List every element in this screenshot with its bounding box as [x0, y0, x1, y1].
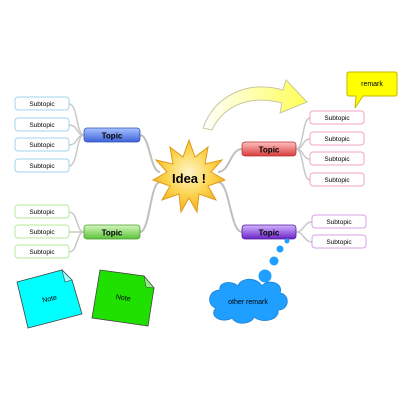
central-idea-burst	[151, 138, 227, 214]
subtopic-label: Subtopic	[29, 101, 55, 108]
topic-green-label: Topic	[102, 229, 123, 238]
topic-blue[interactable]: Topic	[83, 127, 141, 143]
connectors	[139, 134, 243, 233]
subtopic-label: Subtopic	[29, 122, 55, 129]
thought-bubble-xlarge	[258, 269, 272, 283]
thought-cloud[interactable]: other remark	[209, 238, 290, 324]
topic-blue-box	[83, 127, 141, 143]
subtopic-box	[14, 204, 70, 219]
subtopic-red-2[interactable]: Subtopic	[309, 131, 365, 146]
subtopic-box	[14, 244, 70, 259]
sticky-note-cyan-paper	[16, 269, 83, 329]
subtopic-label: Subtopic	[324, 177, 350, 184]
subtopic-blue-4[interactable]: Subtopic	[14, 158, 70, 173]
topic-red-box	[241, 141, 297, 157]
subtopic-green-3[interactable]: Subtopic	[14, 244, 70, 259]
subtopic-box	[309, 151, 365, 166]
thought-bubble-small	[284, 238, 290, 244]
remark-callout-shape	[346, 71, 398, 109]
subtopic-green-1[interactable]: Subtopic	[14, 204, 70, 219]
sticky-note-green-fold	[143, 274, 155, 289]
curved-arrow[interactable]	[202, 79, 308, 131]
topic-purple[interactable]: Topic	[241, 224, 297, 240]
connector-sub-red-4	[295, 148, 311, 181]
subtopic-box	[311, 214, 367, 229]
connector-sub-purple-2	[295, 231, 313, 243]
cloud-label: other remark	[228, 299, 268, 306]
subtopic-label: Subtopic	[324, 115, 350, 122]
sticky-note-cyan[interactable]: Note	[16, 269, 83, 329]
connector-idea-topic-purple	[217, 181, 243, 233]
subtopic-blue-2[interactable]: Subtopic	[14, 117, 70, 132]
subtopic-label: Subtopic	[29, 249, 55, 256]
sticky-note-green-paper	[91, 269, 155, 327]
subtopic-box	[309, 131, 365, 146]
subtopic-box	[309, 172, 365, 187]
subtopic-label: Subtopic	[324, 156, 350, 163]
subtopic-box	[14, 96, 70, 111]
connector-sub-green-3	[68, 231, 85, 253]
subtopic-label: Subtopic	[326, 219, 352, 226]
subtopic-blue-1[interactable]: Subtopic	[14, 96, 70, 111]
sticky-note-cyan-label: Note	[42, 295, 58, 305]
remark-callout[interactable]: remark	[346, 71, 398, 109]
subtopic-blue-3[interactable]: Subtopic	[14, 137, 70, 152]
cloud-shape	[209, 278, 288, 324]
subtopic-label: Subtopic	[324, 136, 350, 143]
subtopic-purple-2[interactable]: Subtopic	[311, 234, 367, 249]
subtopic-purple-1[interactable]: Subtopic	[311, 214, 367, 229]
topic-green[interactable]: Topic	[83, 224, 141, 240]
topic-purple-label: Topic	[259, 229, 280, 238]
remark-label: remark	[361, 81, 383, 88]
connector-idea-topic-red	[217, 148, 243, 173]
sticky-note-cyan-fold	[61, 269, 73, 283]
subtopic-box	[14, 117, 70, 132]
central-idea-label: Idea !	[172, 171, 206, 186]
subtopic-red-4[interactable]: Subtopic	[309, 172, 365, 187]
thought-bubble-large	[269, 256, 279, 266]
connector-idea-topic-green	[139, 181, 161, 233]
subtopic-label: Subtopic	[29, 163, 55, 170]
connector-idea-topic-blue	[139, 134, 161, 173]
subtopic-box	[14, 158, 70, 173]
central-idea[interactable]: Idea !	[151, 138, 227, 214]
sticky-note-green-label: Note	[115, 294, 131, 303]
sticky-note-green[interactable]: Note	[91, 269, 155, 327]
subtopic-label: Subtopic	[29, 209, 55, 216]
subtopic-connectors	[68, 103, 313, 253]
subtopic-label: Subtopic	[29, 142, 55, 149]
connector-sub-green-1	[68, 211, 85, 233]
topic-red[interactable]: Topic	[241, 141, 297, 157]
topic-purple-box	[241, 224, 297, 240]
subtopic-box	[309, 110, 365, 125]
subtopic-red-1[interactable]: Subtopic	[309, 110, 365, 125]
connector-sub-purple-1	[295, 221, 313, 233]
subtopic-red-3[interactable]: Subtopic	[309, 151, 365, 166]
subtopic-label: Subtopic	[29, 229, 55, 236]
subtopic-box	[311, 234, 367, 249]
subtopic-box	[14, 224, 70, 239]
subtopic-box	[14, 137, 70, 152]
topic-blue-label: Topic	[102, 132, 123, 141]
topic-red-label: Topic	[259, 146, 280, 155]
subtopic-label: Subtopic	[326, 239, 352, 246]
subtopic-green-2[interactable]: Subtopic	[14, 224, 70, 239]
connector-sub-blue-4	[68, 134, 85, 167]
thought-bubble-medium	[276, 245, 284, 253]
topic-green-box	[83, 224, 141, 240]
